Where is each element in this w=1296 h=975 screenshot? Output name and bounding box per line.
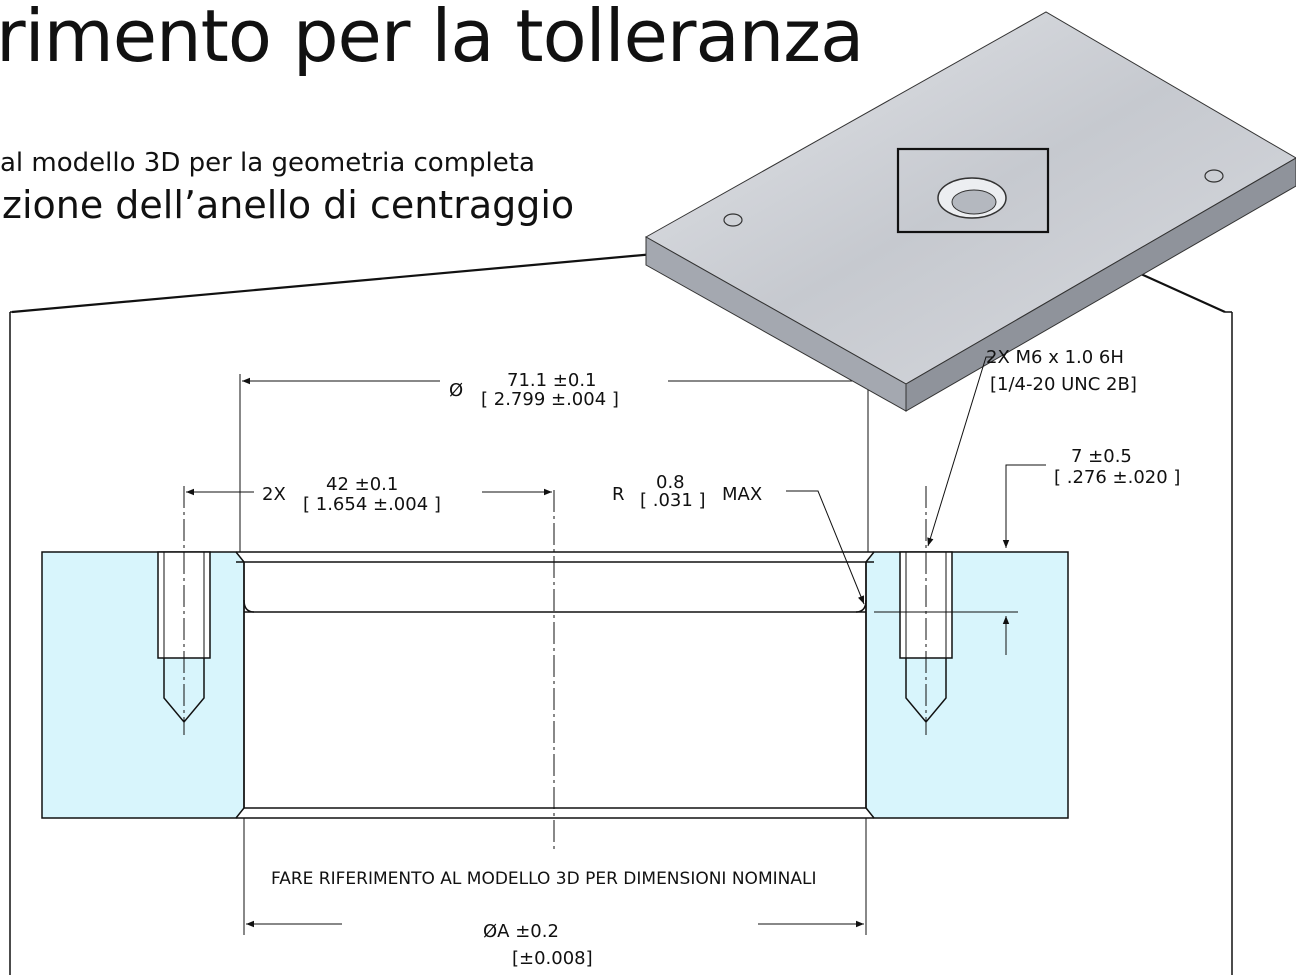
- radius-suffix: MAX: [722, 484, 762, 505]
- depth-imperial: [ .276 ±.020 ]: [1054, 467, 1180, 488]
- radius-metric: 0.8: [656, 472, 685, 493]
- radius-prefix: R: [612, 484, 625, 505]
- hole-spacing-count: 2X: [262, 484, 286, 505]
- diameter-symbol: Ø: [449, 380, 463, 401]
- outer-diameter-imperial: [ 2.799 ±.004 ]: [481, 389, 619, 410]
- subtitle-model-reference: al modello 3D per la geometria completa: [0, 148, 535, 178]
- bore-outline: [236, 551, 874, 819]
- threaded-hole-left: [157, 486, 211, 735]
- extension-lines: [239, 374, 1018, 935]
- depth-metric: 7 ±0.5: [1071, 446, 1132, 467]
- section-right-body: [865, 551, 1069, 819]
- threaded-hole-right: [899, 486, 953, 735]
- radius-imperial: [ .031 ]: [640, 490, 706, 511]
- dim-bore: ØA ±0.2 [±0.008]: [246, 920, 864, 969]
- dim-hole-spacing: 2X 42 ±0.1 [ 1.654 ±.004 ]: [186, 474, 552, 515]
- hole-spacing-metric: 42 ±0.1: [326, 474, 398, 495]
- hole-spacing-imperial: [ 1.654 ±.004 ]: [303, 494, 441, 515]
- dim-depth: 7 ±0.5 [ .276 ±.020 ]: [1002, 446, 1180, 655]
- detail-frame: [9, 311, 1233, 975]
- thread-spec-imperial: [1/4-20 UNC 2B]: [990, 374, 1137, 395]
- outer-diameter-metric: 71.1 ±0.1: [507, 370, 597, 391]
- bore-imperial: [±0.008]: [512, 948, 593, 969]
- thread-spec-metric: 2X M6 x 1.0 6H: [986, 347, 1124, 368]
- bore-metric: ØA ±0.2: [483, 921, 559, 942]
- thread-callout: 2X M6 x 1.0 6H [1/4-20 UNC 2B]: [927, 347, 1137, 547]
- plate-3d-render: [644, 11, 1296, 412]
- dim-radius: R 0.8 [ .031 ] MAX: [612, 472, 865, 605]
- section-left-body: [41, 551, 245, 819]
- nominal-dimensions-note: FARE RIFERIMENTO AL MODELLO 3D PER DIMEN…: [271, 869, 816, 889]
- dim-outer-diameter: Ø 71.1 ±0.1 [ 2.799 ±.004 ]: [242, 370, 866, 410]
- slide-title: rimento per la tolleranza: [0, 0, 864, 78]
- subtitle-centering-ring: zione dell’anello di centraggio: [2, 183, 575, 227]
